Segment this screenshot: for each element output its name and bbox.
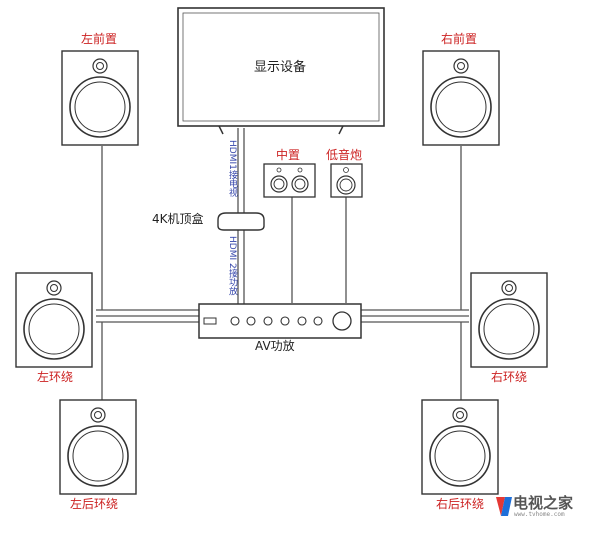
cables: [96, 128, 469, 400]
rear-left-label: 左后环绕: [70, 497, 119, 511]
display-label: 显示设备: [254, 60, 307, 75]
av-amplifier: [198, 303, 362, 339]
subwoofer-speaker: [330, 163, 363, 198]
rear-left-speaker: [59, 399, 137, 495]
surround-left-speaker: [15, 272, 93, 368]
settop-label: 4K机顶盒: [152, 212, 204, 226]
surround-right-label: 右环绕: [491, 370, 528, 384]
watermark: 电视之家 www.tvhome.com: [494, 492, 594, 522]
display-device: [177, 7, 385, 135]
subwoofer-label: 低音炮: [326, 148, 363, 162]
center-label: 中置: [276, 148, 301, 162]
front-left-label: 左前置: [81, 32, 118, 46]
hdmi2-label: HDMI 2接功放: [227, 236, 237, 296]
watermark-logo-icon: [496, 497, 512, 516]
amplifier-label: AV功放: [255, 339, 295, 353]
front-left-speaker: [61, 50, 139, 146]
watermark-url: www.tvhome.com: [514, 511, 565, 518]
center-speaker: [263, 163, 316, 198]
front-right-speaker: [422, 50, 500, 146]
watermark-text: 电视之家: [513, 494, 574, 512]
rear-right-speaker: [421, 399, 499, 495]
surround-right-speaker: [470, 272, 548, 368]
settop-box: [217, 212, 265, 231]
hdmi1-label: HDMI1接电视: [227, 140, 237, 197]
front-right-label: 右前置: [441, 32, 478, 46]
rear-right-label: 右后环绕: [436, 497, 485, 511]
surround-left-label: 左环绕: [37, 370, 74, 384]
